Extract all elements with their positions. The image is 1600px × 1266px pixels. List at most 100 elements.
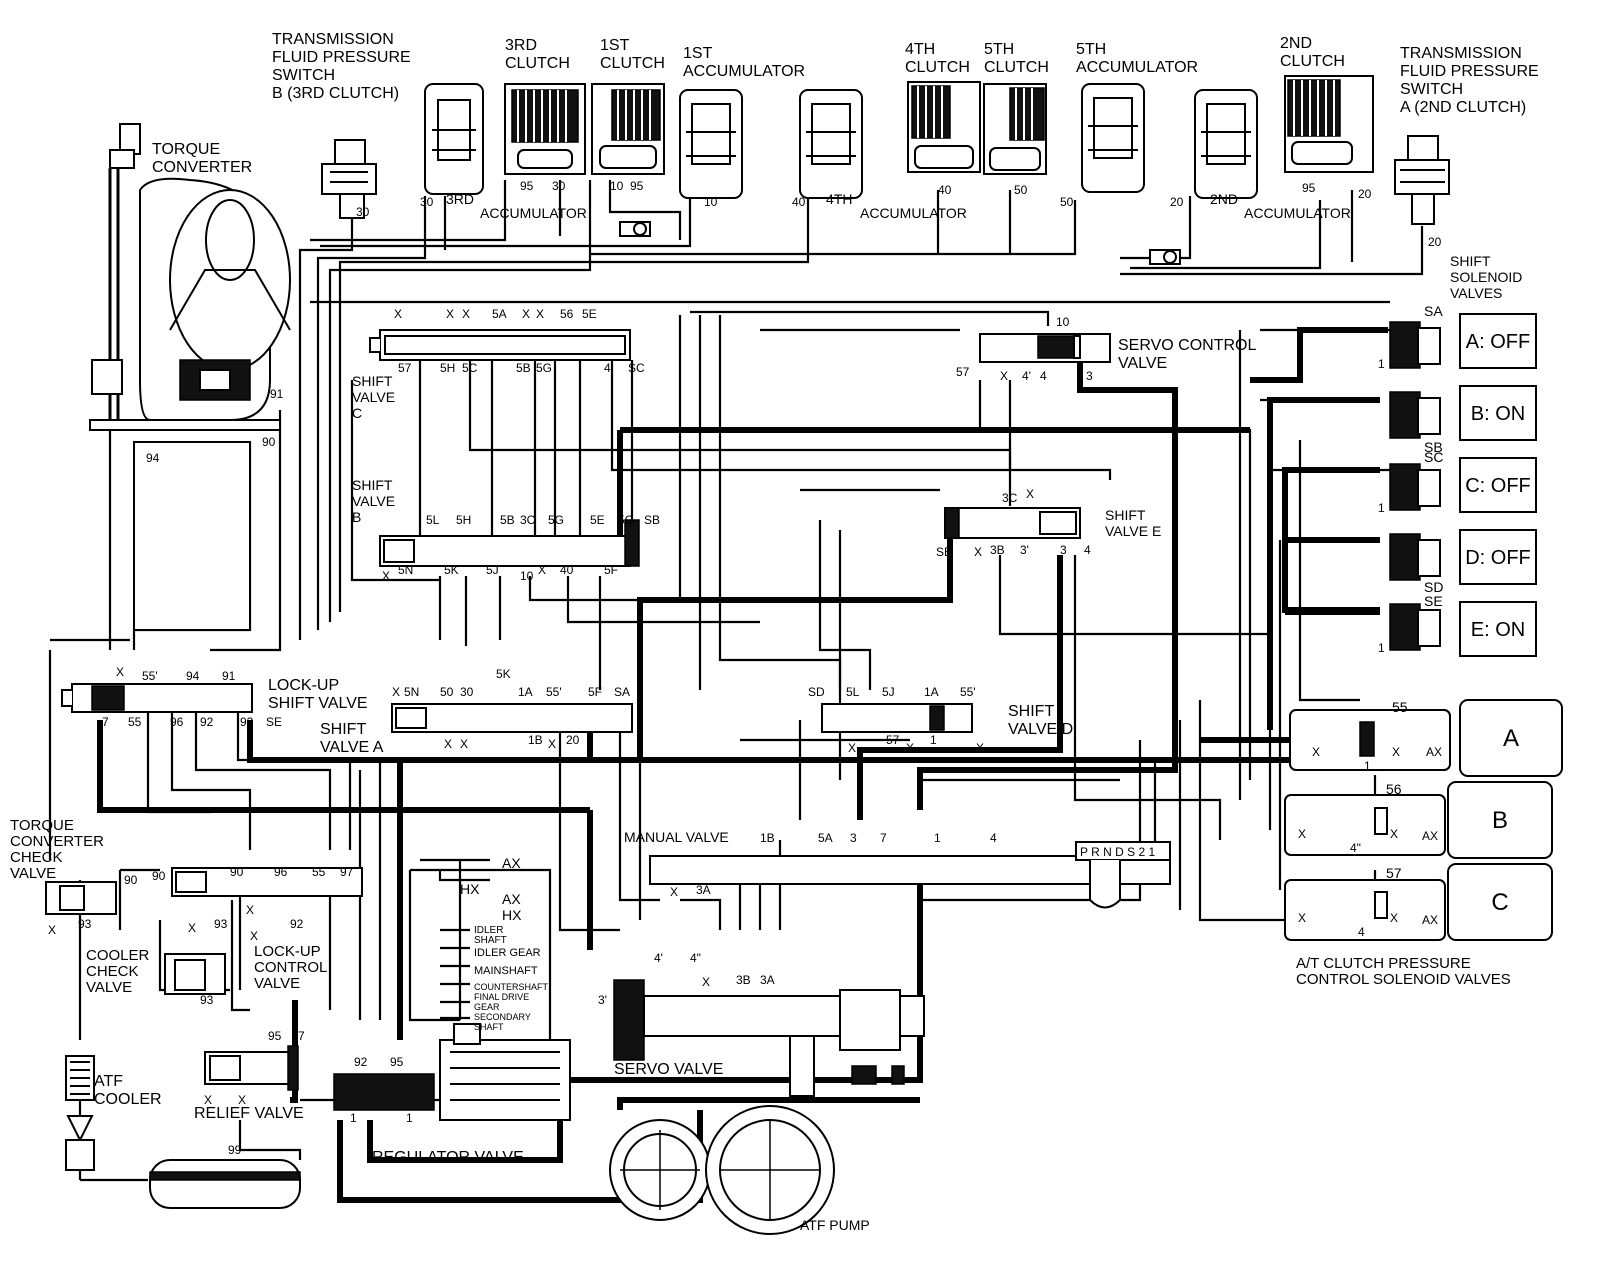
port-label: X [670, 885, 678, 899]
torque-converter [89, 123, 291, 631]
port-label: 1 [930, 733, 937, 747]
clutch-3rd [504, 83, 586, 175]
port-label: 50 [1060, 195, 1074, 209]
port-label: 92 [290, 917, 304, 931]
port-label: AX [1422, 913, 1438, 927]
port-label: 7 [298, 1029, 305, 1043]
port-label: 5L [846, 685, 860, 699]
label-shift-valve-b: SHIFT VALVE B [352, 477, 399, 525]
port-label: 20 [1428, 235, 1442, 249]
shift-valve-a[interactable] [391, 703, 633, 733]
clutch-5th [983, 83, 1047, 175]
port-label: 94 [146, 451, 160, 465]
port-label: 93 [240, 715, 254, 729]
port-label: 93 [200, 993, 214, 1007]
port-label: 30 [552, 179, 566, 193]
port-label: 1B [760, 831, 775, 845]
port-label: 91 [222, 669, 236, 683]
port-label: 57 [956, 365, 970, 379]
port-label: 4" [690, 951, 701, 965]
solenoid-state-b[interactable]: B: ON [1459, 385, 1537, 441]
label-lockup-shift-valve: LOCK-UP SHIFT VALVE [268, 677, 368, 712]
relief-valve[interactable] [204, 1045, 299, 1091]
port-label: 5G [548, 513, 564, 527]
label-shift-valve-e: SHIFT VALVE E [1105, 507, 1161, 539]
port-label: 92 [200, 715, 214, 729]
port-label: X [906, 741, 914, 755]
port-label: 5A [818, 831, 833, 845]
atf-pump [609, 1105, 835, 1235]
port-label: 5E [590, 513, 605, 527]
label-shift-valve-d: SHIFT VALVE D [1008, 703, 1073, 738]
lube-hx-2: HX [502, 907, 522, 923]
port-label: 92 [354, 1055, 368, 1069]
lube-countershaft: COUNTERSHAFT [474, 982, 549, 992]
port-label: X [974, 545, 982, 559]
port-label: 3' [598, 993, 607, 1007]
pcs-box-a[interactable]: A [1459, 699, 1563, 777]
shift-valve-d[interactable] [821, 703, 973, 733]
label-tc-check-valve: TORQUE CONVERTER CHECK VALVE [10, 817, 108, 882]
solenoid-state-e[interactable]: E: ON [1459, 601, 1537, 657]
port-label: X [204, 1093, 212, 1107]
port-label: 90 [152, 869, 166, 883]
label-shift-solenoid-valves: SHIFT SOLENOID VALVES [1450, 253, 1526, 301]
port-label: X [48, 923, 56, 937]
port-label: 10 [1056, 315, 1070, 329]
accumulator-1st [679, 89, 743, 199]
svg-text:P R N D S 2 1: P R N D S 2 1 [1080, 845, 1155, 859]
label-servo-control-valve: SERVO CONTROL VALVE [1118, 337, 1260, 372]
label-clutch-5th: 5TH CLUTCH [984, 41, 1049, 76]
lockup-control-valve[interactable] [171, 867, 363, 897]
shift-solenoid-valve-bodies [1389, 321, 1441, 651]
pcs-box-b[interactable]: B [1447, 781, 1553, 859]
port-label: 94 [186, 669, 200, 683]
manual-valve[interactable]: P R N D S 2 1 [649, 841, 1171, 909]
regulator-valve[interactable] [333, 1023, 571, 1121]
port-label: 30 [420, 195, 434, 209]
lockup-shift-valve[interactable] [61, 683, 253, 713]
shift-valve-c[interactable] [369, 329, 631, 361]
port-label: 5C [462, 361, 478, 375]
port-label: 97 [340, 865, 354, 879]
tag-pcs-a-port: 55 [1392, 699, 1408, 715]
port-label: X [1000, 369, 1008, 383]
port-label: 55' [142, 669, 158, 683]
solenoid-tags: SA SB SC SD SE 55 56 57 [1386, 303, 1443, 881]
accumulator-2nd [1194, 89, 1258, 199]
servo-valve[interactable] [613, 979, 925, 1097]
port-label: 1B [528, 733, 543, 747]
label-clutch-3rd: 3RD CLUTCH [505, 37, 570, 72]
port-label: 20 [1358, 187, 1372, 201]
accumulator-4th [799, 89, 863, 199]
cooler-check-valve[interactable] [164, 953, 226, 995]
label-relief-valve: RELIEF VALVE [194, 1105, 304, 1122]
port-label: SB [644, 513, 660, 527]
shift-valve-e[interactable] [944, 507, 1081, 539]
label-clutch-1st: 1ST CLUTCH [600, 37, 665, 72]
solenoid-state-d[interactable]: D: OFF [1459, 529, 1537, 585]
clutch-4th [907, 81, 981, 173]
solenoid-state-c[interactable]: C: OFF [1459, 457, 1537, 513]
component-labels: TORQUE CONVERTER TRANSMISSION FLUID PRES… [10, 31, 1539, 1233]
atf-strainer [149, 1159, 301, 1209]
lube-ax-2: AX [502, 891, 521, 907]
lube-mainshaft: MAINSHAFT [474, 965, 538, 977]
tag-sd: SD [1424, 579, 1443, 595]
port-label: 4" [1350, 841, 1361, 855]
solenoid-state-a[interactable]: A: OFF [1459, 313, 1537, 369]
port-label: X [382, 569, 390, 583]
label-cooler-check-valve: COOLER CHECK VALVE [86, 947, 154, 996]
pcs-box-c[interactable]: C [1447, 863, 1553, 941]
label-acc-3rd: 3RD ACCUMULATOR [446, 191, 587, 221]
atf-cooler [65, 1055, 95, 1171]
port-label: AX [1422, 829, 1438, 843]
clutch-2nd [1284, 75, 1374, 173]
tag-se: SE [1424, 593, 1443, 609]
port-label: X [1312, 745, 1320, 759]
shift-valve-b[interactable] [379, 519, 640, 567]
port-label: 5J [486, 563, 499, 577]
servo-control-valve[interactable] [979, 333, 1111, 363]
torque-converter-check-valve[interactable] [45, 881, 117, 915]
port-label: X [238, 1093, 246, 1107]
